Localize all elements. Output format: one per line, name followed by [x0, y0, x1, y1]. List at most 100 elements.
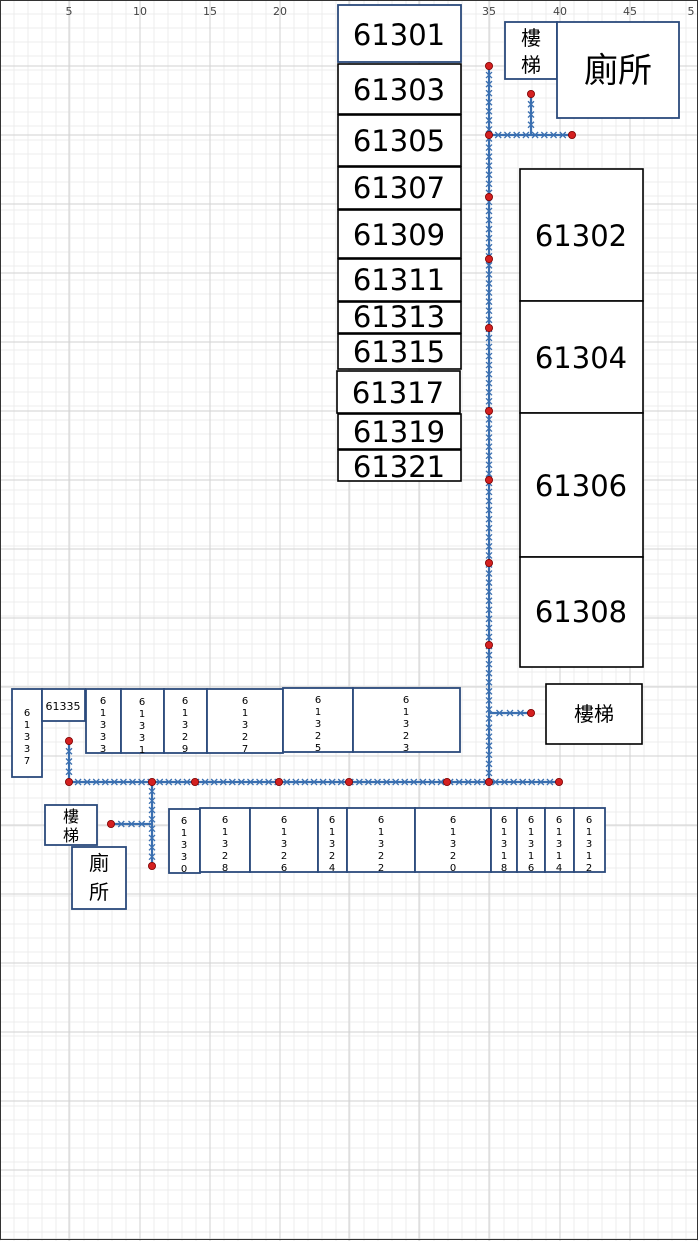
- room-label-char: 6: [315, 695, 321, 706]
- room-label-char: 6: [181, 816, 187, 827]
- corridor-marker: [319, 778, 327, 786]
- room-label-char: 6: [281, 863, 287, 874]
- corridor-marker: [485, 760, 493, 768]
- corridor-marker: [337, 778, 345, 786]
- corridor-marker: [485, 533, 493, 541]
- room-61317[interactable]: 61317: [336, 370, 461, 414]
- corridor-marker: [485, 588, 493, 596]
- room-label-char: 3: [315, 719, 321, 730]
- corridor-marker: [485, 733, 493, 741]
- room-label-char: 3: [222, 839, 228, 850]
- room-61307[interactable]: 61307: [337, 166, 462, 210]
- room-label-char: 8: [501, 863, 507, 874]
- corridor-marker: [485, 379, 493, 387]
- stairs-left[interactable]: 樓 梯: [44, 804, 98, 846]
- room-label-char: 3: [182, 720, 188, 731]
- corridor-marker: [485, 570, 493, 578]
- corridor-marker: [494, 131, 502, 139]
- room-label-char: 3: [281, 839, 287, 850]
- corridor-marker: [473, 778, 481, 786]
- room-61303[interactable]: 61303: [337, 63, 462, 115]
- stairs-top[interactable]: 樓 梯: [504, 21, 558, 80]
- stairs-label: 樓: [521, 26, 541, 50]
- room-label-char: 1: [329, 827, 335, 838]
- corridor-node: [344, 778, 353, 787]
- corridor-marker: [485, 615, 493, 623]
- room-61319[interactable]: 61319: [337, 413, 462, 450]
- room-61313[interactable]: 61313: [337, 300, 462, 334]
- toilet-label: 所: [89, 880, 109, 904]
- room-61321[interactable]: 61321: [337, 449, 462, 484]
- corridor-marker: [485, 343, 493, 351]
- room-label-char: 1: [378, 827, 384, 838]
- corridor-marker: [485, 171, 493, 179]
- corridor-marker: [485, 678, 493, 686]
- room-61306[interactable]: 61306: [519, 412, 644, 558]
- room-61315[interactable]: 61315: [337, 333, 462, 370]
- room-61335[interactable]: 61335: [41, 688, 86, 722]
- corridor-marker: [485, 416, 493, 423]
- stairs-label: 樓梯: [574, 702, 614, 726]
- room-61311[interactable]: 61311: [337, 258, 462, 302]
- corridor-marker: [74, 778, 82, 786]
- corridor-marker: [485, 461, 493, 469]
- corridor-marker: [485, 370, 493, 378]
- corridor-marker: [65, 768, 73, 776]
- corridor-marker: [485, 542, 493, 550]
- room-61305[interactable]: 61305: [337, 114, 462, 167]
- corridor-marker: [485, 162, 493, 170]
- corridor-marker: [485, 606, 493, 614]
- corridor-marker: [485, 234, 493, 242]
- room-label-char: 6: [556, 815, 562, 826]
- room-61304[interactable]: 61304: [519, 300, 644, 414]
- corridor-marker: [156, 778, 164, 786]
- corridor-marker: [485, 597, 493, 605]
- corridor-marker: [355, 778, 363, 786]
- room-label-char: 3: [100, 720, 106, 731]
- corridor-marker: [119, 778, 127, 786]
- corridor-node: [65, 778, 74, 787]
- room-label-char: 3: [100, 744, 106, 755]
- toilet-label: 廁: [89, 851, 109, 875]
- corridor-node: [65, 737, 74, 746]
- room-label-char: 1: [450, 827, 456, 838]
- corridor-marker: [485, 524, 493, 532]
- toilet-top[interactable]: 廁所: [556, 21, 680, 119]
- room-61309[interactable]: 61309: [337, 209, 462, 259]
- corridor-marker: [485, 551, 493, 559]
- corridor-marker: [485, 316, 493, 324]
- corridor-marker: [546, 778, 554, 786]
- room-label: 61304: [535, 341, 627, 375]
- room-61302[interactable]: 61302: [519, 168, 644, 302]
- toilet-left[interactable]: 廁 所: [71, 846, 127, 910]
- corridor-node: [484, 778, 493, 787]
- corridor-marker: [517, 709, 524, 717]
- room-61301[interactable]: 61301: [337, 4, 462, 63]
- room-61308[interactable]: 61308: [519, 556, 644, 668]
- room-label-char: 1: [315, 707, 321, 718]
- corridor-marker: [485, 270, 493, 278]
- corridor-marker: [485, 579, 493, 587]
- stairs-right[interactable]: 樓梯: [545, 683, 643, 745]
- corridor-marker: [485, 669, 493, 677]
- corridor-node: [555, 778, 564, 787]
- corridor-marker: [310, 778, 318, 786]
- room-label-char: 1: [501, 851, 507, 862]
